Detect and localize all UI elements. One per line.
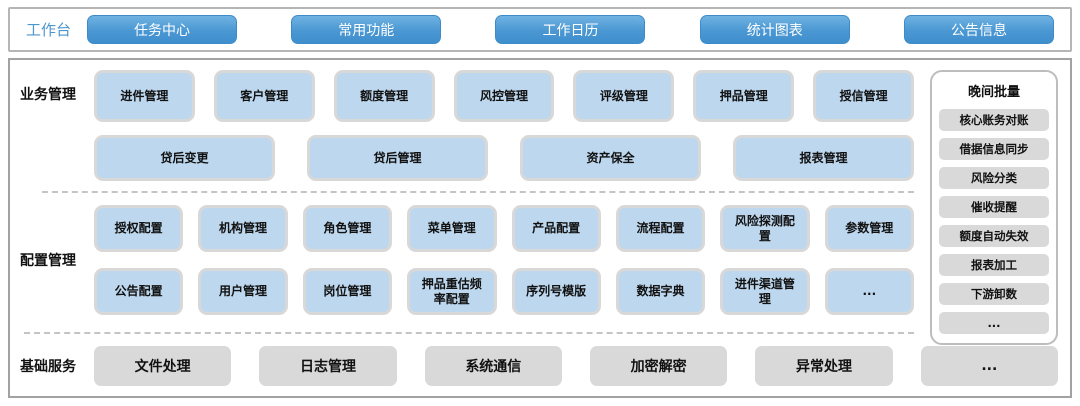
- section-label-business: 业务管理: [20, 87, 76, 103]
- section-label-base: 基础服务: [20, 359, 76, 375]
- module-tile: 押品管理: [693, 70, 795, 122]
- service-tile: 异常处理: [755, 346, 893, 386]
- workbench-button-common-functions: 常用功能: [291, 15, 442, 44]
- module-tile: 菜单管理: [407, 205, 497, 252]
- module-tile: 产品配置: [511, 205, 601, 252]
- module-tile: 风控管理: [453, 70, 555, 122]
- module-tile: 授信管理: [813, 70, 915, 122]
- base-services-row: 文件处理 日志管理 系统通信 加密解密 异常处理 ...: [94, 346, 1058, 386]
- section-business-management: 业务管理 进件管理 客户管理 额度管理 风控管理 评级管理 押品管理 授信管理: [20, 68, 915, 181]
- module-tile: 机构管理: [198, 205, 288, 252]
- module-tile: 角色管理: [302, 205, 393, 252]
- module-tile: 数据字典: [615, 268, 706, 315]
- module-tile: 报表管理: [733, 135, 914, 181]
- workbench-button-announcement-info: 公告信息: [903, 15, 1054, 44]
- batch-item: 催收提醒: [939, 196, 1049, 218]
- section-label-config: 配置管理: [20, 253, 76, 269]
- main-panel: 业务管理 进件管理 客户管理 额度管理 风控管理 评级管理 押品管理 授信管理: [8, 58, 1072, 398]
- module-tile: 资产保全: [520, 135, 701, 181]
- service-tile: 日志管理: [259, 346, 397, 386]
- modules-area: 业务管理 进件管理 客户管理 额度管理 风控管理 评级管理 押品管理 授信管理: [20, 68, 915, 334]
- night-batch-title: 晚间批量: [967, 85, 1020, 100]
- module-tile-more: ...: [824, 268, 914, 315]
- service-tile: 系统通信: [424, 346, 562, 386]
- service-tile: 文件处理: [94, 346, 232, 386]
- module-tile: 进件渠道管理: [720, 268, 810, 315]
- module-tile: 公告配置: [94, 268, 184, 315]
- batch-item-more: ...: [939, 312, 1049, 334]
- workbench-button-task-center: 任务中心: [87, 15, 238, 44]
- workbench-bar: 工作台 任务中心 常用功能 工作日历 统计图表 公告信息: [8, 7, 1072, 52]
- module-tile: 用户管理: [198, 268, 288, 315]
- upper-area: 业务管理 进件管理 客户管理 额度管理 风控管理 评级管理 押品管理 授信管理: [20, 68, 1058, 345]
- service-tile-more: ...: [920, 346, 1058, 386]
- module-tile: 客户管理: [213, 70, 315, 122]
- module-tile: 评级管理: [573, 70, 675, 122]
- batch-item: 核心账务对账: [939, 109, 1049, 131]
- workbench-button-work-calendar: 工作日历: [495, 15, 646, 44]
- module-tile: 押品重估频率配置: [407, 268, 497, 315]
- module-tile: 流程配置: [615, 205, 706, 252]
- module-tile: 贷后变更: [94, 135, 275, 181]
- batch-item: 借据信息同步: [939, 138, 1049, 160]
- config-row-2: 公告配置 用户管理 岗位管理 押品重估频率配置 序列号模版 数据字典 进件渠道管…: [94, 268, 914, 315]
- module-tile: 额度管理: [333, 70, 435, 122]
- module-tile: 授权配置: [94, 205, 184, 252]
- batch-item: 风险分类: [939, 167, 1049, 189]
- workbench-button-group: 任务中心 常用功能 工作日历 统计图表 公告信息: [87, 15, 1054, 44]
- business-row-1: 进件管理 客户管理 额度管理 风控管理 评级管理 押品管理 授信管理: [94, 70, 915, 122]
- workbench-button-statistics-charts: 统计图表: [699, 15, 850, 44]
- section-divider: [24, 332, 914, 334]
- workbench-label: 工作台: [26, 21, 72, 39]
- batch-item: 额度自动失效: [939, 225, 1049, 247]
- module-tile: 贷后管理: [307, 135, 488, 181]
- batch-item: 报表加工: [939, 254, 1049, 276]
- module-tile: 序列号模版: [511, 268, 601, 315]
- batch-item: 下游卸数: [939, 283, 1049, 305]
- section-base-services: 基础服务 文件处理 日志管理 系统通信 加密解密 异常处理 ...: [20, 346, 1058, 386]
- module-tile: 进件管理: [94, 70, 195, 122]
- section-divider: [42, 191, 914, 193]
- module-tile: 岗位管理: [302, 268, 393, 315]
- night-batch-panel: 晚间批量 核心账务对账 借据信息同步 风险分类 催收提醒 额度自动失效 报表加工…: [930, 70, 1058, 345]
- module-tile: 参数管理: [824, 205, 914, 252]
- section-config-management: 配置管理 授权配置 机构管理 角色管理 菜单管理 产品配置 流程配置 风险探测配…: [20, 205, 914, 315]
- service-tile: 加密解密: [589, 346, 728, 386]
- business-row-2: 贷后变更 贷后管理 资产保全 报表管理: [94, 135, 914, 181]
- config-row-1: 授权配置 机构管理 角色管理 菜单管理 产品配置 流程配置 风险探测配置 参数管…: [94, 205, 914, 252]
- module-tile: 风险探测配置: [720, 205, 810, 252]
